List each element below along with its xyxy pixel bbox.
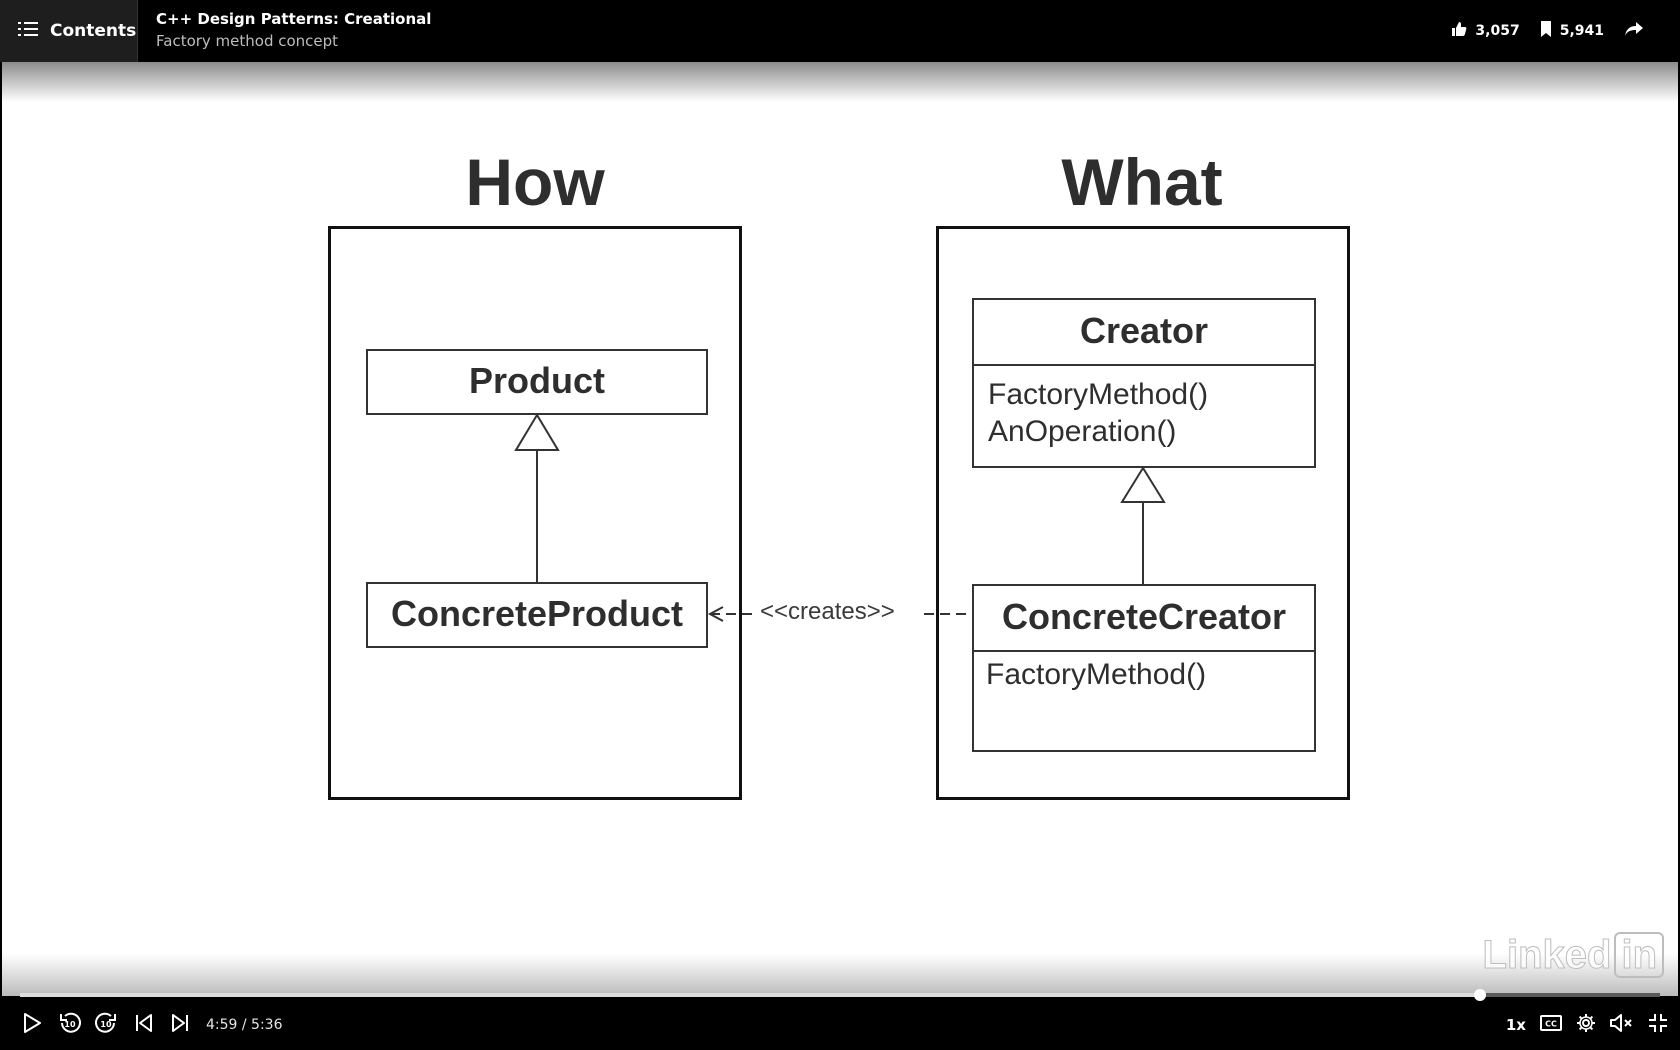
like-count: 3,057 — [1475, 23, 1520, 39]
progress-fill — [20, 993, 1480, 997]
product-name: Product — [468, 360, 605, 401]
play-icon — [23, 1013, 41, 1037]
video-title: Factory method concept — [156, 32, 339, 50]
concrete-creator-name: ConcreteCreator — [1001, 596, 1287, 637]
creates-arrowhead — [707, 606, 724, 622]
closed-captions-icon: CC — [1540, 1015, 1562, 1035]
title-block: C++ Design Patterns: Creational Factory … — [156, 9, 431, 53]
watermark-text: Linked — [1482, 932, 1612, 977]
how-panel — [328, 226, 742, 800]
creator-methods: FactoryMethod() AnOperation() — [974, 364, 1314, 450]
stats-bar: 3,057 5,941 — [1451, 0, 1658, 62]
heading-how: How — [465, 145, 605, 219]
rewind-10-icon: 10 — [59, 1012, 81, 1038]
creator-class: Creator FactoryMethod() AnOperation() — [972, 298, 1316, 468]
thumbs-up-icon — [1451, 21, 1467, 41]
inheritance-arrow-creator — [1120, 466, 1166, 503]
concrete-creator-class: ConcreteCreator FactoryMethod() — [972, 584, 1316, 752]
svg-text:CC: CC — [1545, 1020, 1557, 1029]
gear-icon — [1576, 1013, 1596, 1037]
volume-muted-icon — [1610, 1014, 1634, 1036]
creates-label: <<creates>> — [760, 598, 895, 625]
concrete-product-name: ConcreteProduct — [390, 593, 684, 634]
watermark-in: in — [1614, 932, 1664, 978]
course-title[interactable]: C++ Design Patterns: Creational — [156, 10, 432, 28]
save-count: 5,941 — [1559, 23, 1604, 39]
diagram-connectors — [514, 413, 1166, 622]
next-icon — [171, 1014, 189, 1036]
contents-label: Contents — [50, 21, 137, 41]
what-panel — [936, 226, 1350, 800]
video-top-shade — [2, 62, 1678, 102]
exit-fullscreen-icon — [1648, 1013, 1668, 1037]
next-button[interactable] — [168, 1014, 192, 1036]
save-button[interactable]: 5,941 — [1540, 21, 1604, 41]
video-bottom-shade — [2, 954, 1678, 996]
svg-text:10: 10 — [100, 1020, 112, 1029]
creator-method: FactoryMethod() — [988, 378, 1209, 411]
mute-button[interactable] — [1610, 1014, 1634, 1036]
share-button[interactable] — [1624, 21, 1644, 41]
previous-button[interactable] — [132, 1014, 156, 1036]
progress-bar[interactable] — [20, 989, 1660, 1001]
heading-what: What — [1061, 145, 1223, 219]
forward-10-button[interactable]: 10 — [94, 1012, 118, 1038]
time-display: 4:59 / 5:36 — [206, 1017, 283, 1033]
speed-button[interactable]: 1x — [1505, 1016, 1526, 1034]
play-button[interactable] — [20, 1013, 44, 1037]
video-frame[interactable]: How What Product ConcreteProduct Creator… — [2, 62, 1678, 996]
contents-button[interactable]: Contents — [0, 0, 138, 62]
concrete-creator-methods: FactoryMethod() — [974, 650, 1314, 693]
forward-10-icon: 10 — [95, 1012, 117, 1038]
concrete-creator-method: FactoryMethod() — [986, 658, 1207, 691]
rewind-10-button[interactable]: 10 — [58, 1012, 82, 1038]
top-bar: Contents C++ Design Patterns: Creational… — [0, 0, 1680, 62]
list-icon — [18, 21, 38, 41]
concrete-product-class: ConcreteProduct — [366, 582, 708, 648]
exit-fullscreen-button[interactable] — [1648, 1013, 1668, 1037]
right-controls: 1x CC — [1506, 1000, 1668, 1050]
progress-scrubber[interactable] — [1473, 989, 1486, 1001]
creator-method: AnOperation() — [988, 415, 1177, 448]
settings-button[interactable] — [1576, 1013, 1596, 1037]
creator-name: Creator — [1079, 310, 1209, 351]
captions-button[interactable]: CC — [1540, 1015, 1562, 1035]
linkedin-watermark: Linked in — [1482, 932, 1664, 978]
svg-text:10: 10 — [64, 1020, 76, 1029]
inheritance-arrow-product — [514, 413, 560, 451]
previous-icon — [135, 1014, 153, 1036]
share-icon — [1624, 21, 1644, 41]
product-class: Product — [366, 349, 708, 415]
bookmark-icon — [1540, 21, 1552, 41]
player-controls: 10 10 4:59 / 5:36 1x CC — [0, 1000, 1680, 1050]
like-button[interactable]: 3,057 — [1451, 21, 1520, 41]
